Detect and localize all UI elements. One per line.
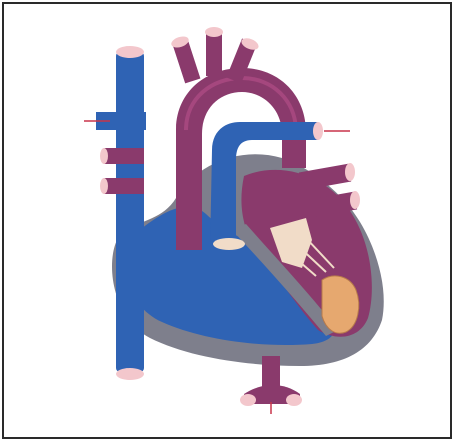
pulmonary-vein-left-lower bbox=[104, 178, 144, 194]
ivc-cut-end bbox=[116, 368, 144, 380]
papillary-muscle bbox=[322, 276, 359, 333]
pv-right-lower-cut bbox=[350, 191, 360, 209]
pulmonary-valve bbox=[213, 238, 245, 250]
pulmonary-artery-right-cut bbox=[313, 122, 323, 140]
svc-cut-end bbox=[116, 46, 144, 58]
abdominal-aorta bbox=[262, 356, 280, 400]
pv-left-lower-cut bbox=[100, 178, 108, 194]
superior-vena-cava bbox=[116, 52, 144, 372]
pulmonary-vein-left-upper bbox=[104, 148, 144, 164]
aorta-cut-left bbox=[240, 394, 256, 406]
pv-right-upper-cut bbox=[345, 163, 355, 181]
aorta-cut-right bbox=[286, 394, 302, 406]
pv-left-upper-cut bbox=[100, 148, 108, 164]
left-carotid-cut bbox=[205, 27, 223, 37]
